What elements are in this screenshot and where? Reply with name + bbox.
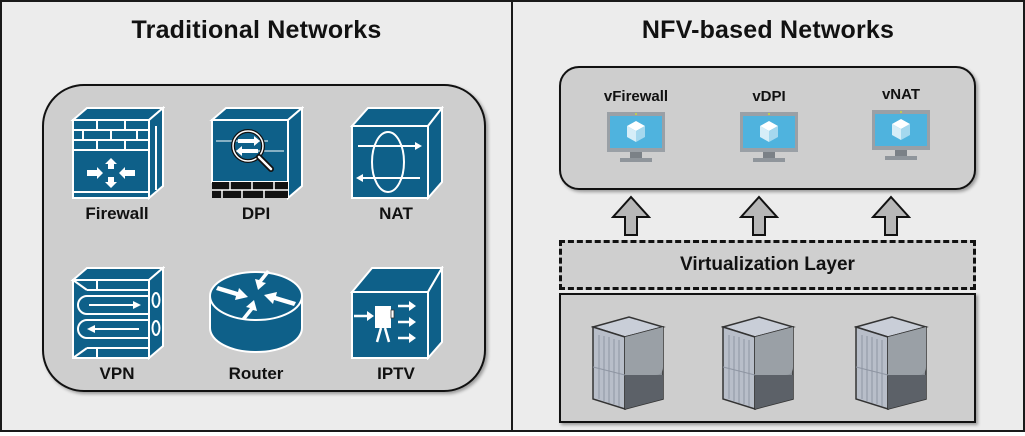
device-dpi: DPI (196, 106, 316, 224)
device-router: Router (196, 266, 316, 384)
vnf-label: vFirewall (603, 88, 669, 105)
device-label: Firewall (85, 204, 149, 223)
server-icon (721, 316, 796, 411)
device-label: DPI (241, 204, 271, 223)
device-label: NAT (379, 204, 413, 223)
nfv-networks-panel: NFV-based Networks vFirewall vDPI (511, 0, 1025, 432)
device-label: IPTV (377, 364, 415, 383)
traditional-networks-panel: Traditional Networks (0, 0, 513, 432)
virtual-machine-icon (607, 112, 665, 162)
traditional-devices-box: Firewall (42, 84, 486, 392)
router-icon (209, 270, 303, 353)
virtualization-layer: Virtualization Layer (559, 240, 976, 290)
up-arrow-icon (611, 195, 651, 236)
vnf-vnat: vNAT (846, 86, 956, 163)
nat-icon (349, 106, 444, 200)
up-arrow-icon (739, 195, 779, 236)
server-icon (591, 316, 666, 411)
server-icon (854, 316, 929, 411)
device-nat: NAT (336, 106, 456, 224)
vnf-vfirewall: vFirewall (581, 88, 691, 165)
virtualization-layer-label: Virtualization Layer (680, 254, 855, 275)
hardware-box (559, 293, 976, 423)
device-firewall: Firewall (57, 106, 177, 224)
vpn-icon (70, 266, 165, 360)
virtual-machine-icon (872, 110, 930, 160)
vnf-label: vDPI (752, 88, 786, 105)
device-iptv: IPTV (336, 266, 456, 384)
device-label: VPN (99, 364, 135, 383)
virtual-machine-icon (740, 112, 798, 162)
panel-title-traditional: Traditional Networks (131, 16, 382, 44)
vnf-vdpi: vDPI (714, 88, 824, 165)
dpi-icon (209, 106, 304, 200)
iptv-icon (349, 266, 444, 360)
device-label: Router (228, 364, 284, 383)
vnf-label: vNAT (881, 86, 921, 103)
vnf-box: vFirewall vDPI (559, 66, 976, 190)
device-vpn: VPN (57, 266, 177, 384)
up-arrow-icon (871, 195, 911, 236)
firewall-icon (70, 106, 165, 200)
panel-title-nfv: NFV-based Networks (641, 16, 895, 44)
